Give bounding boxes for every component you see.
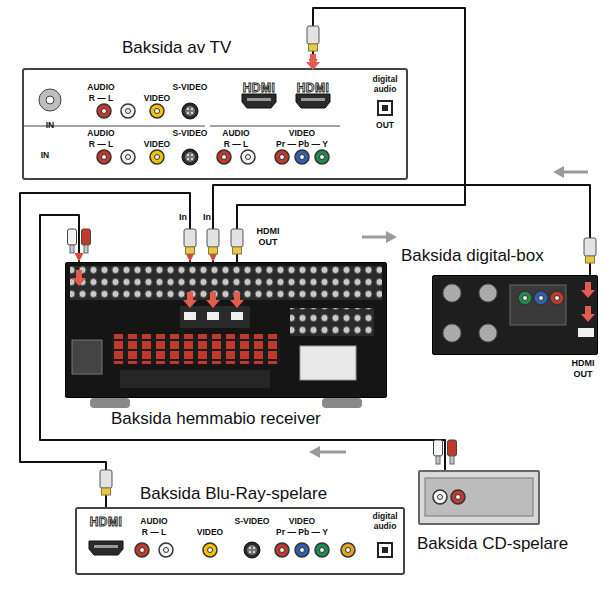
direction-arrow bbox=[309, 446, 320, 458]
direction-arrow bbox=[562, 171, 588, 174]
port-name: R — L bbox=[129, 527, 179, 537]
direction-arrow bbox=[362, 236, 388, 239]
digital-box-panel-box: Baksida digital-box bbox=[432, 275, 598, 355]
panel-title: Baksida digital-box bbox=[401, 246, 544, 266]
direction-arrow bbox=[318, 451, 346, 454]
port-name: In bbox=[173, 212, 193, 223]
port-name: AUDIO bbox=[76, 128, 126, 138]
port-name-large: HDMI bbox=[288, 82, 338, 96]
port-name: digital audio bbox=[365, 511, 405, 531]
port-name: IN bbox=[25, 120, 75, 130]
port-name: R — L bbox=[76, 139, 126, 149]
cable-plugs bbox=[448, 440, 457, 464]
direction-arrow bbox=[553, 166, 564, 178]
cable-plugs bbox=[82, 229, 91, 253]
port-name: IN bbox=[20, 150, 70, 160]
port-name: In bbox=[197, 212, 217, 223]
panel-title: Baksida Blu-Ray-spelare bbox=[140, 484, 327, 504]
port-name: VIDEO bbox=[185, 527, 235, 537]
port-name: VIDEO bbox=[277, 128, 327, 138]
port-name: R — L bbox=[76, 93, 126, 103]
port-name: VIDEO bbox=[277, 516, 327, 526]
port-name-large: HDMI bbox=[234, 82, 284, 96]
cable-plugs bbox=[68, 229, 77, 253]
cable-plugs bbox=[184, 229, 196, 254]
port-name: HDMI OUT bbox=[253, 226, 283, 247]
port-name: AUDIO bbox=[76, 82, 126, 92]
receiver-panel-box: Baksida hemmabio receiver bbox=[65, 262, 387, 398]
port-name: AUDIO bbox=[211, 128, 261, 138]
port-name: VIDEO bbox=[132, 93, 182, 103]
panel-title: Baksida av TV bbox=[122, 38, 231, 58]
receiver-panel bbox=[322, 398, 362, 408]
port-name: S-VIDEO bbox=[165, 82, 215, 92]
cable-plugs bbox=[434, 440, 443, 464]
port-name: HDMI OUT bbox=[567, 358, 599, 379]
port-name: OUT bbox=[360, 120, 410, 130]
cable-plugs bbox=[307, 26, 319, 51]
cable-plugs bbox=[584, 238, 596, 263]
port-name-large: HDMI bbox=[81, 516, 131, 530]
port-name: VIDEO bbox=[132, 139, 182, 149]
port-name: AUDIO bbox=[129, 516, 179, 526]
cd-panel-box: Baksida CD-spelare bbox=[418, 470, 540, 525]
port-name: digital audio bbox=[365, 74, 405, 94]
panel-title: Baksida hemmabio receiver bbox=[111, 409, 321, 429]
panel-title: Baksida CD-spelare bbox=[417, 534, 568, 554]
tv-panel: Baksida av TV bbox=[22, 68, 408, 180]
port-name: S-VIDEO bbox=[227, 516, 277, 526]
cable-plugs bbox=[207, 229, 219, 254]
receiver-panel bbox=[90, 398, 130, 408]
cable-plugs bbox=[100, 470, 112, 495]
port-name: S-VIDEO bbox=[165, 128, 215, 138]
cable-plugs bbox=[231, 229, 243, 254]
cable-connector bbox=[40, 215, 445, 470]
direction-arrow bbox=[386, 231, 397, 243]
port-name: Pr — Pb — Y bbox=[271, 139, 333, 149]
port-name: Pr — Pb — Y bbox=[271, 527, 333, 537]
port-name: R — L bbox=[211, 139, 261, 149]
